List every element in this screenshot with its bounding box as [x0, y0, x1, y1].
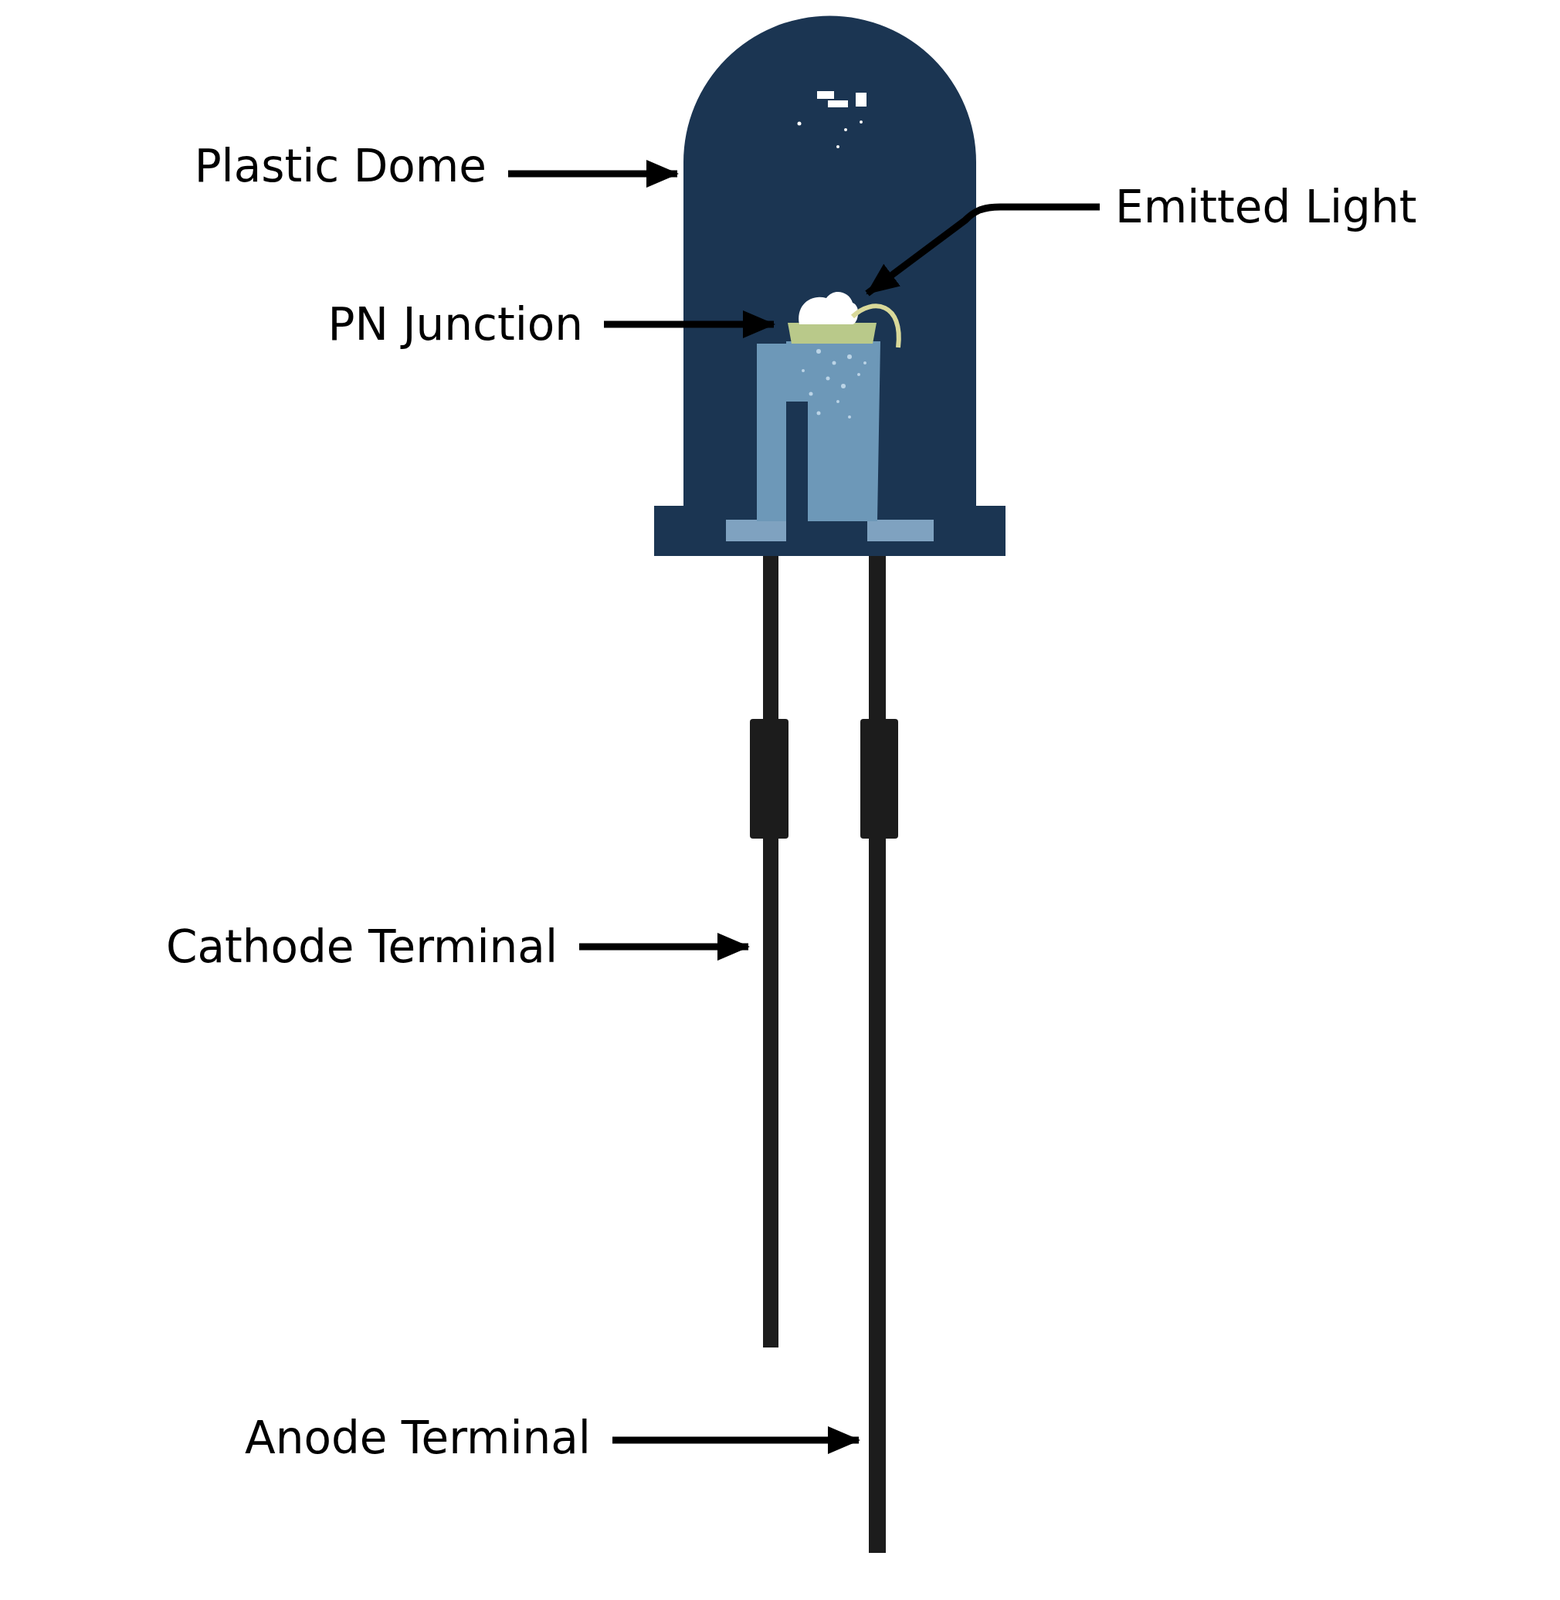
led-die [798, 291, 858, 325]
lead-frame [756, 341, 881, 522]
reflector-cup [787, 322, 877, 344]
leader-arrows [508, 173, 1100, 1441]
bond-wire [852, 305, 899, 348]
cathode-post [756, 343, 787, 522]
cathode-lead [749, 552, 789, 1348]
anode-wire [868, 552, 886, 1554]
cathode-tab [725, 519, 787, 542]
leader-arrow [603, 321, 774, 329]
part-label: Cathode Terminal [166, 921, 558, 974]
dome-highlight [797, 91, 868, 149]
leader-arrow [867, 206, 1100, 294]
anode-kink [860, 718, 899, 839]
part-label: Anode Terminal [244, 1412, 591, 1465]
leader-arrow [579, 943, 749, 951]
leader-arrow [612, 1437, 859, 1445]
part-label: Plastic Dome [194, 140, 487, 193]
frame-speckle [801, 349, 867, 419]
part-label: PN Junction [328, 298, 584, 351]
cathode-wire [763, 552, 779, 1348]
anode-lead [860, 552, 899, 1554]
anvil [786, 341, 881, 522]
leader-arrow [508, 170, 678, 178]
anode-tab [867, 519, 934, 542]
cathode-kink [749, 718, 789, 839]
part-label: Emitted Light [1115, 181, 1417, 234]
